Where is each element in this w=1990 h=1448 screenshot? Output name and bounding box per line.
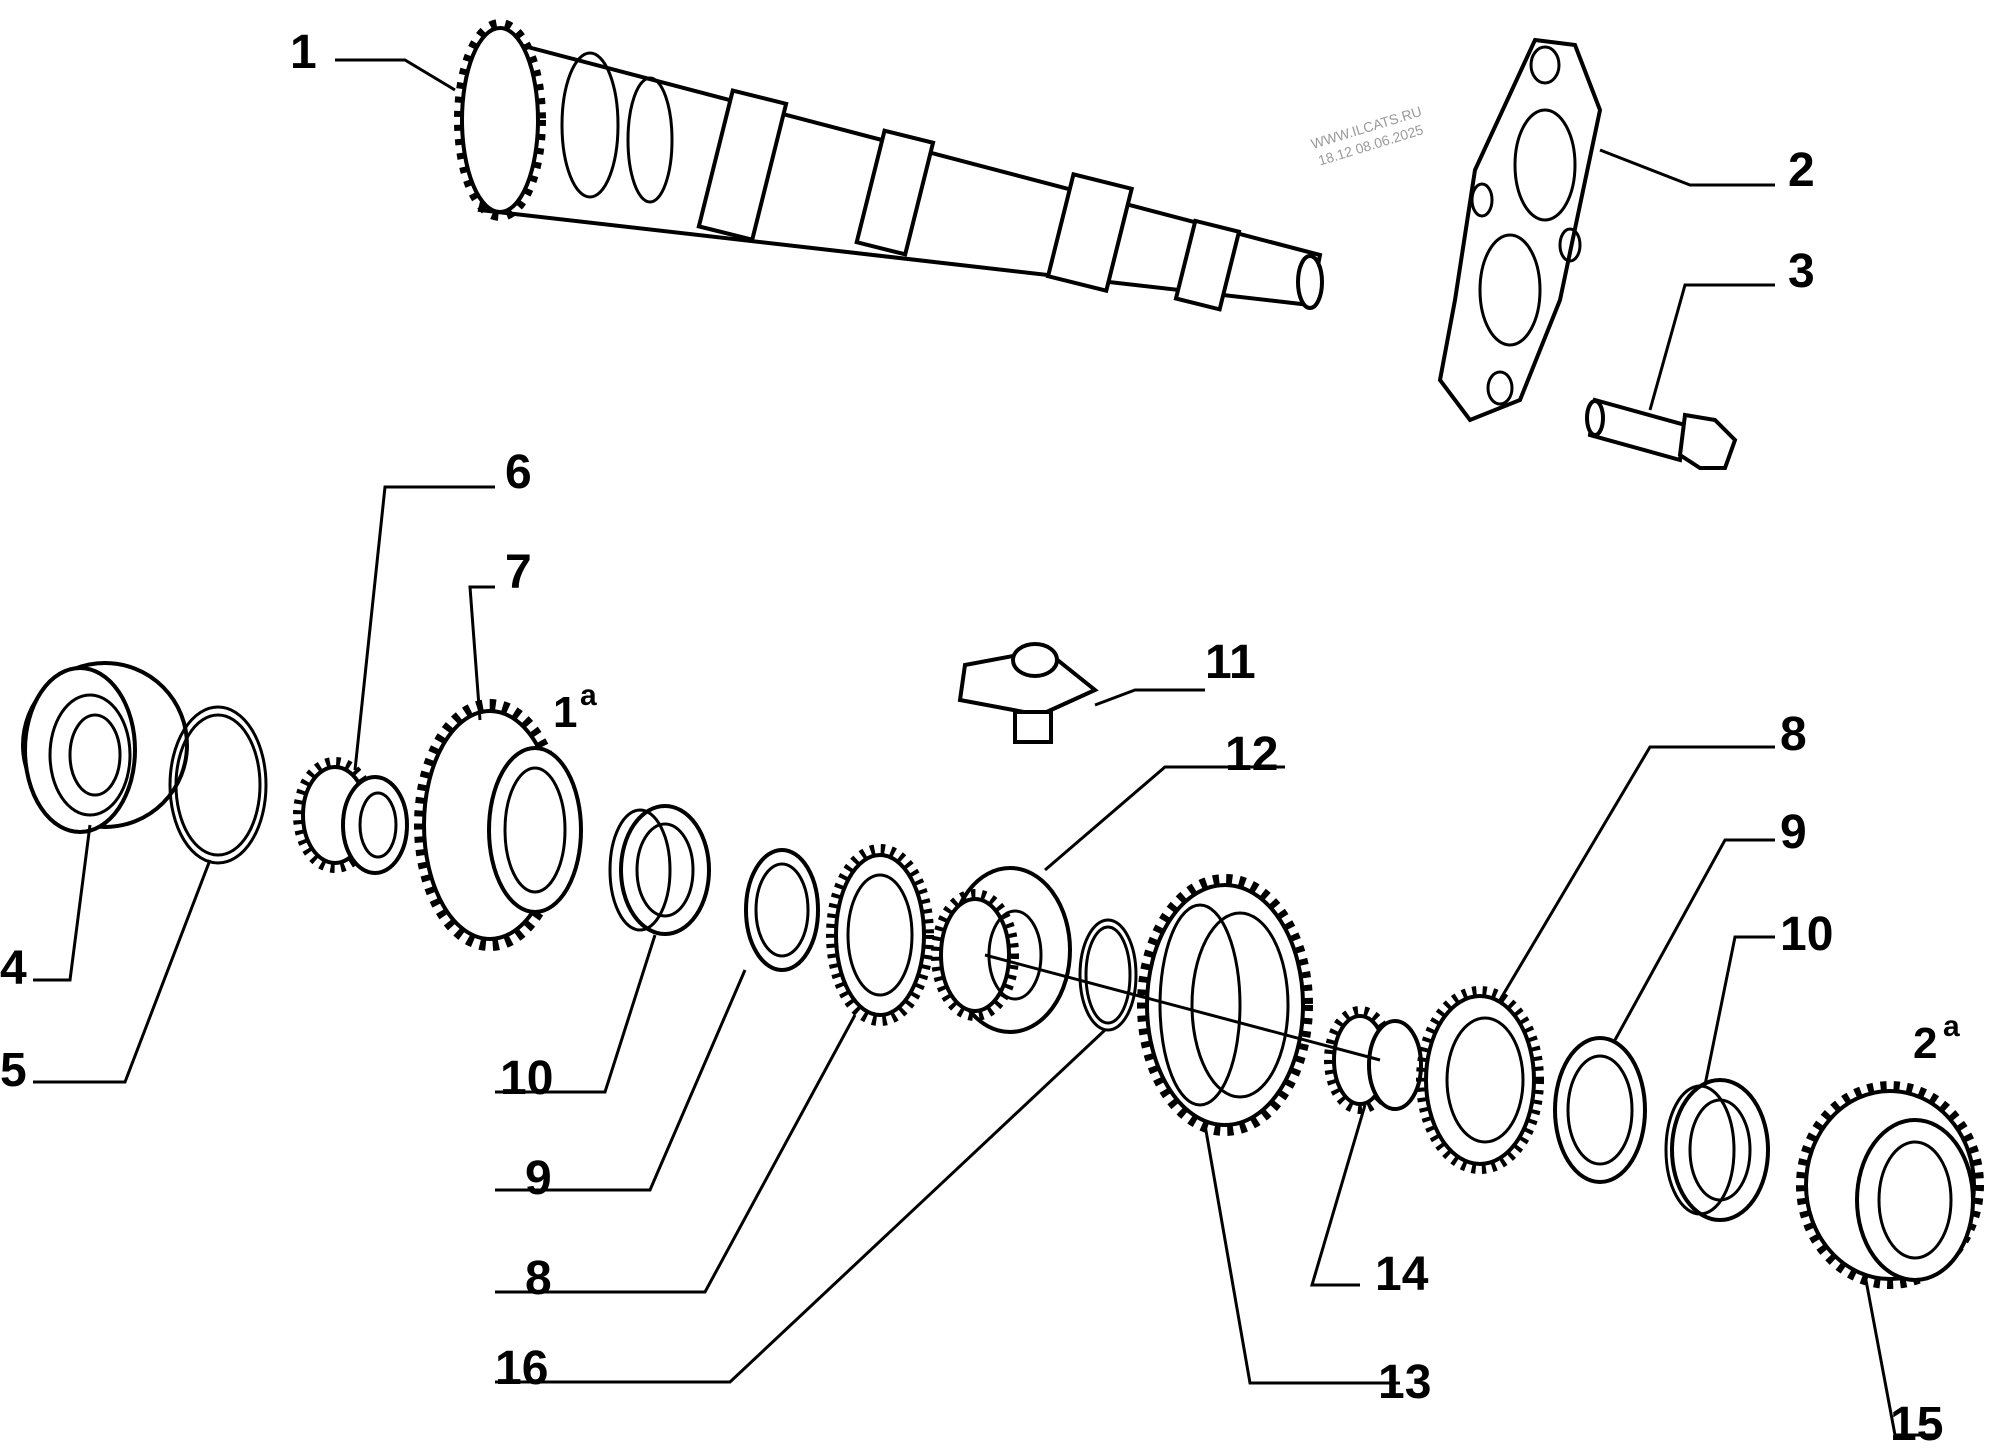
part-8-synchronizer-ring-right[interactable] [1416, 986, 1544, 1174]
callout-10-right: 10 [1780, 908, 1833, 961]
part-7-first-gear[interactable] [414, 699, 583, 951]
part-9-cone-right[interactable] [1553, 1036, 1647, 1184]
part-4-bearing[interactable] [21, 661, 189, 834]
callout-1: 1 [290, 26, 317, 79]
callout-12: 12 [1225, 728, 1278, 781]
callout-13: 13 [1378, 1356, 1431, 1409]
part-12-synchronizer-hub[interactable] [931, 866, 1072, 1034]
callout-5: 5 [0, 1044, 27, 1097]
callout-2: 2 [1788, 144, 1815, 197]
part-14-needle-bearing[interactable] [1324, 1006, 1423, 1114]
axis-line [984, 953, 1381, 1062]
callout-8-left: 8 [525, 1252, 552, 1305]
part-5-circlip[interactable] [168, 705, 268, 865]
callout-4: 4 [0, 942, 27, 995]
callout-14: 14 [1375, 1248, 1429, 1301]
part-10-synchro-ring-right[interactable] [1664, 1078, 1770, 1222]
part-11-detent-pad[interactable] [957, 642, 1099, 744]
gear-label-second-sup: a [1943, 1010, 1960, 1043]
gear-label-second: 2 [1913, 1019, 1937, 1068]
part-8-synchronizer-ring-left[interactable] [826, 844, 934, 1026]
callout-8-right: 8 [1780, 708, 1807, 761]
callout-6: 6 [505, 446, 532, 499]
part-15-second-gear[interactable] [1796, 1081, 1984, 1289]
part-2-cover-plate[interactable] [1437, 37, 1603, 423]
gear-label-first: 1 [553, 688, 577, 737]
gear-label-first-sup: a [580, 679, 597, 712]
callout-11: 11 [1205, 636, 1256, 689]
part-6-needle-bearing[interactable] [293, 757, 409, 875]
callout-9-right: 9 [1780, 806, 1807, 859]
part-16-snap-ring[interactable] [1078, 918, 1138, 1032]
part-3-bolt[interactable] [1585, 397, 1738, 470]
callout-7: 7 [505, 546, 532, 599]
callout-9-left: 9 [525, 1152, 552, 1205]
leader-lines [33, 58, 1940, 1437]
part-9-cone-left[interactable] [744, 848, 820, 972]
part-10-synchro-ring-left[interactable] [608, 804, 711, 936]
part-13-second-gear[interactable] [1137, 874, 1313, 1136]
callout-15: 15 [1890, 1398, 1943, 1448]
callout-16: 16 [495, 1342, 548, 1395]
part-1-input-shaft[interactable] [454, 19, 1324, 312]
callout-3: 3 [1788, 245, 1815, 298]
callout-10-left: 10 [500, 1052, 553, 1105]
watermark: WWW.ILCATS.RU 18.12 08.06.2025 [1309, 103, 1425, 169]
